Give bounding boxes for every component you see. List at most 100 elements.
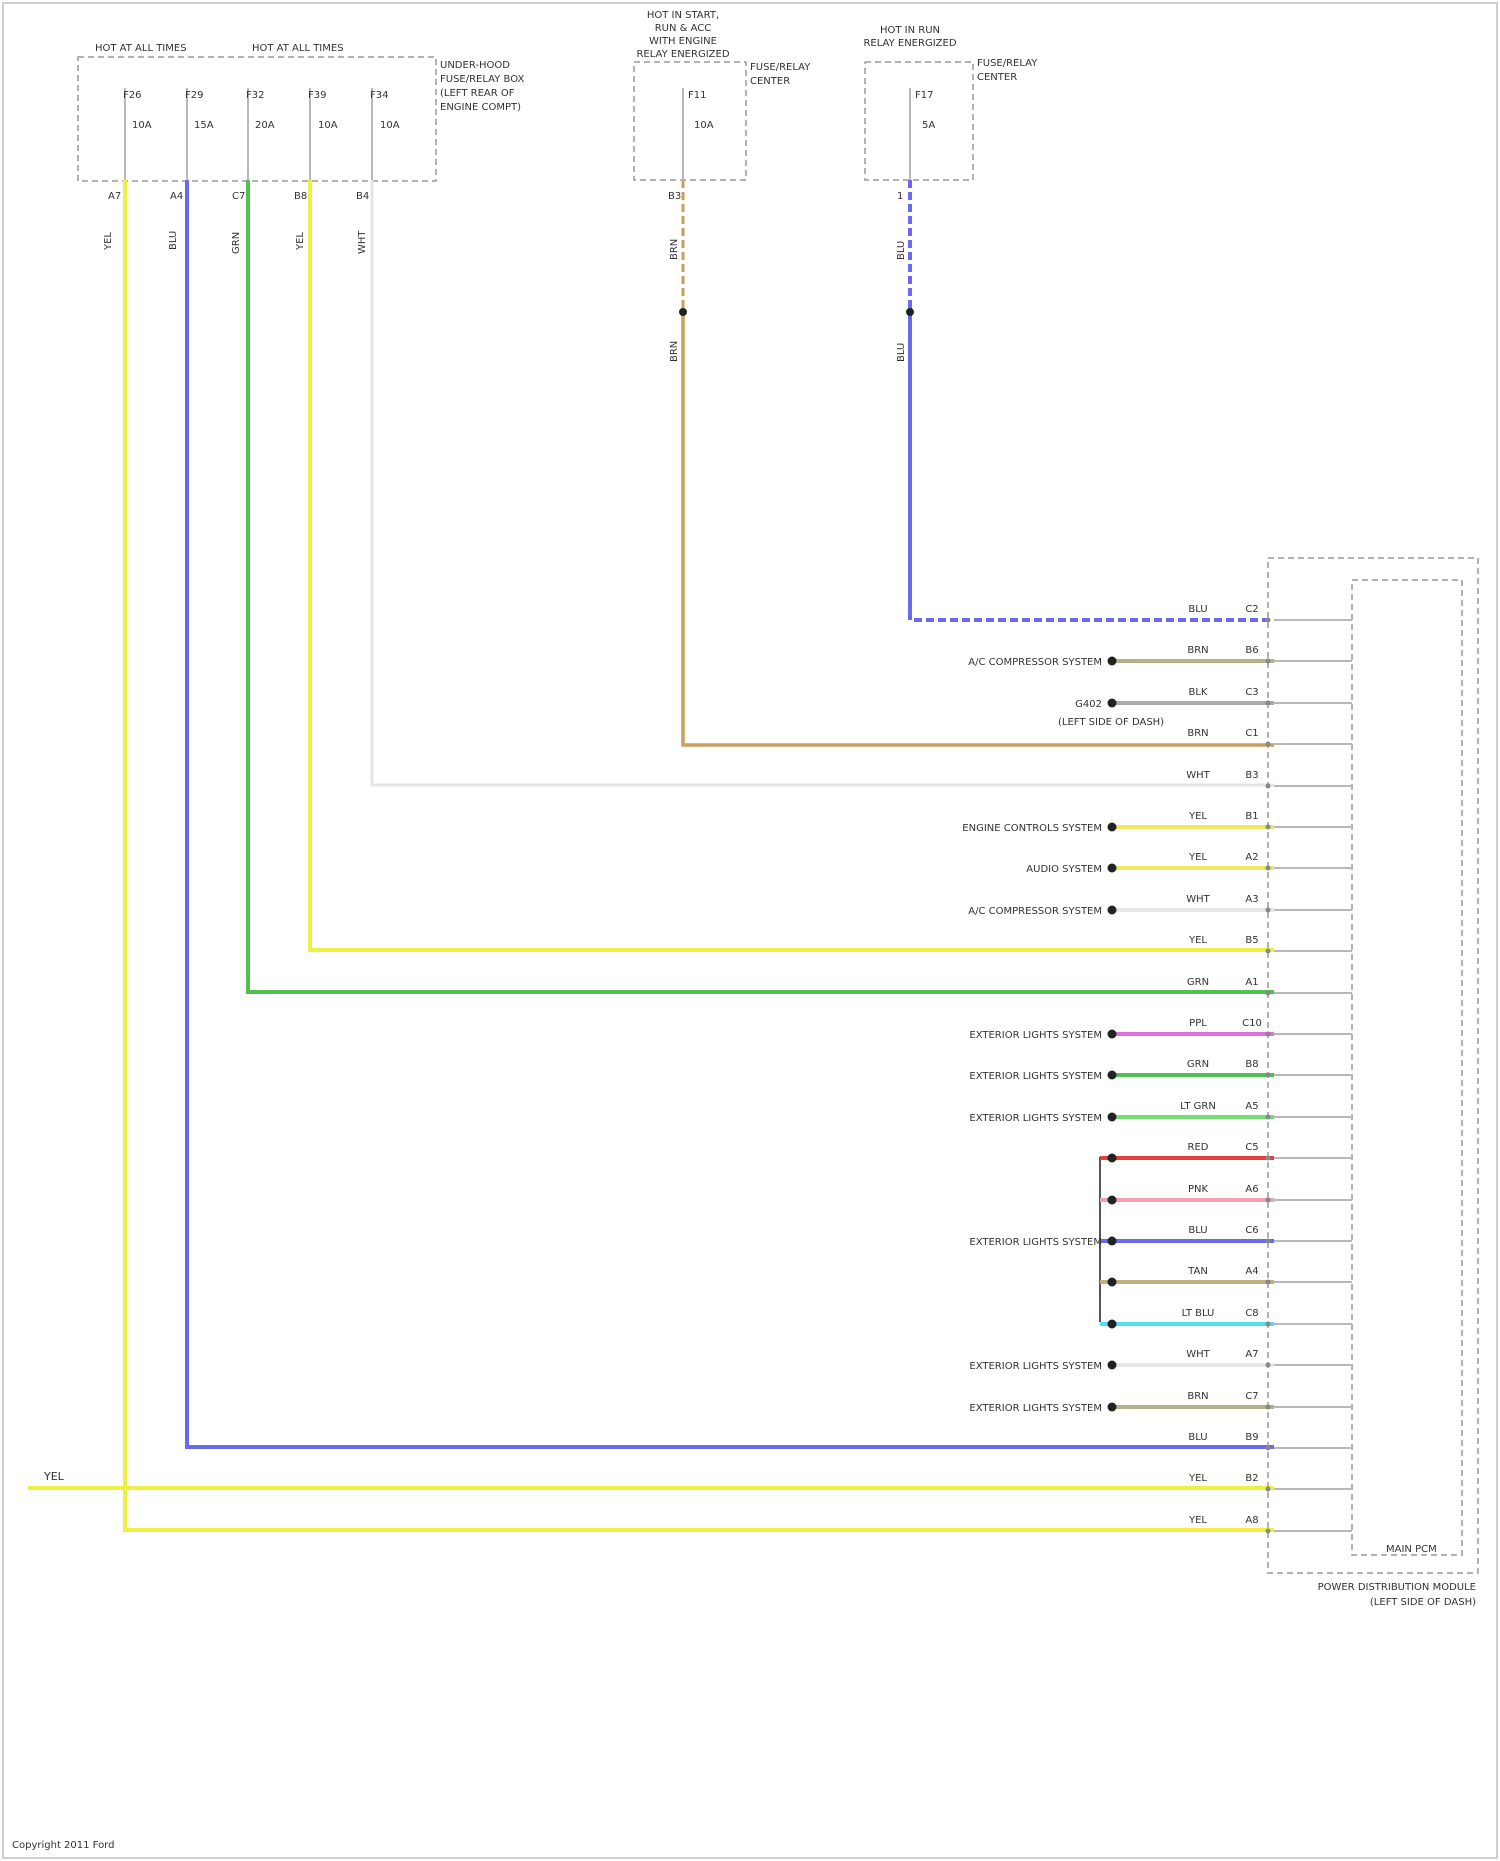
fuse-group-title-2: HOT AT ALL TIMES — [252, 43, 344, 54]
wire-color-5: WHT — [357, 230, 368, 254]
row-wire-color: YEL — [1188, 852, 1207, 863]
splice-dot — [1108, 823, 1117, 832]
pin-dot — [1266, 1115, 1271, 1120]
connector-row: BRN B6A/C COMPRESSOR SYSTEM — [968, 645, 1352, 668]
mid-caption-2: CENTER — [750, 76, 790, 87]
row-wire-color: LT BLU — [1182, 1308, 1215, 1319]
right-fuse-pin: 1 — [897, 191, 903, 202]
pin-dot — [1266, 701, 1271, 706]
splice-dot — [1108, 1237, 1117, 1246]
splice-dot — [1108, 1196, 1117, 1205]
mid-title-3: WITH ENGINE — [649, 36, 717, 47]
pdm-caption-2: (LEFT SIDE OF DASH) — [1370, 1597, 1476, 1608]
row-wire-color: TAN — [1187, 1266, 1208, 1277]
row-wire-color: YEL — [1188, 935, 1207, 946]
row-pin: A8 — [1245, 1515, 1258, 1526]
row-wire-color: RED — [1188, 1142, 1209, 1153]
row-description: A/C COMPRESSOR SYSTEM — [968, 657, 1102, 668]
pin-dot — [1266, 1239, 1271, 1244]
underhood-box-outline — [78, 57, 436, 181]
connector-row: BLK C3G402 — [1075, 687, 1352, 710]
fuse-id-2: F29 — [185, 90, 203, 101]
splice-dot — [1108, 864, 1117, 873]
row-wire-color: LT GRN — [1180, 1101, 1216, 1112]
row-pin: B6 — [1245, 645, 1258, 656]
row-wire-color: PNK — [1188, 1184, 1209, 1195]
mid-fuse-pin: B3 — [668, 191, 681, 202]
row-pin: B3 — [1245, 770, 1258, 781]
row-pin: C8 — [1245, 1308, 1258, 1319]
wire-color-4: YEL — [295, 232, 306, 251]
row-wire-color: BLU — [1188, 604, 1207, 615]
row-pin: A2 — [1245, 852, 1258, 863]
footer: Copyright 2011 Ford — [12, 1840, 114, 1851]
wire-color-3: GRN — [231, 232, 242, 254]
pin-dot — [1266, 1363, 1271, 1368]
fuse-relay-center-2: HOT IN RUN RELAY ENERGIZED F17 5A 1 FUSE… — [863, 25, 1038, 362]
splice-dot-right — [906, 308, 914, 316]
pin-dot — [1266, 618, 1271, 623]
row-wire-color: BLK — [1189, 687, 1208, 698]
mid-wire-color-1: BRN — [669, 239, 680, 260]
pin-dot — [1266, 1280, 1271, 1285]
fuse-id-1: F26 — [123, 90, 141, 101]
connector-row: YELB1ENGINE CONTROLS SYSTEM — [962, 811, 1352, 834]
pin-dot — [1266, 1529, 1271, 1534]
right-caption-2: CENTER — [977, 72, 1017, 83]
row-pin: A5 — [1245, 1101, 1258, 1112]
wire-blu-f29 — [187, 180, 1274, 1447]
underhood-caption-2: FUSE/RELAY BOX — [440, 74, 524, 85]
splice-dot — [1108, 1071, 1117, 1080]
row-wire-color: BLU — [1188, 1225, 1207, 1236]
underhood-fuse-box: HOT AT ALL TIMES HOT AT ALL TIMES UNDER-… — [78, 43, 524, 254]
row-pin: C1 — [1245, 728, 1258, 739]
wire-yel-f39 — [310, 180, 1274, 950]
fuse-amps-2: 15A — [194, 120, 214, 131]
row-pin: C6 — [1245, 1225, 1258, 1236]
g402-sub-label: (LEFT SIDE OF DASH) — [1058, 717, 1164, 728]
fuse-pin-2: A4 — [170, 191, 183, 202]
pin-dot — [1266, 908, 1271, 913]
pin-dot — [1266, 1156, 1271, 1161]
pdm-caption-1: POWER DISTRIBUTION MODULE — [1318, 1582, 1476, 1593]
fuse-group-title-1: HOT AT ALL TIMES — [95, 43, 187, 54]
row-wire-color: BRN — [1187, 645, 1208, 656]
row-pin: A1 — [1245, 977, 1258, 988]
row-pin: C10 — [1242, 1018, 1262, 1029]
connector-row: LT BLU C8 — [1100, 1308, 1352, 1329]
row-pin: A4 — [1245, 1266, 1258, 1277]
row-pin: C3 — [1245, 687, 1258, 698]
row-pin: B8 — [1245, 1059, 1258, 1070]
row-description: G402 — [1075, 699, 1102, 710]
row-wire-color: BRN — [1187, 728, 1208, 739]
row-description: EXTERIOR LIGHTS SYSTEM — [969, 1237, 1102, 1248]
fuse-id-5: F34 — [370, 90, 388, 101]
row-description: EXTERIOR LIGHTS SYSTEM — [969, 1361, 1102, 1372]
pdm-outer-outline — [1268, 558, 1478, 1573]
row-pin: A3 — [1245, 894, 1258, 905]
pin-dot — [1266, 866, 1271, 871]
page-frame — [3, 3, 1497, 1858]
pin-dot — [1266, 742, 1271, 747]
underhood-caption-1: UNDER-HOOD — [440, 60, 510, 71]
pin-dot — [1266, 949, 1271, 954]
row-pin: C2 — [1245, 604, 1258, 615]
row-description: EXTERIOR LIGHTS SYSTEM — [969, 1030, 1102, 1041]
splice-dot — [1108, 1320, 1117, 1329]
row-wire-color: GRN — [1187, 1059, 1209, 1070]
pin-dot — [1266, 1446, 1271, 1451]
mid-title-2: RUN & ACC — [655, 23, 712, 34]
row-wire-color: GRN — [1187, 977, 1209, 988]
pin-dot — [1266, 1198, 1271, 1203]
splice-dot — [1108, 1278, 1117, 1287]
mid-title-1: HOT IN START, — [647, 10, 719, 21]
wire-color-1: YEL — [103, 232, 114, 251]
pin-dot — [1266, 825, 1271, 830]
wire-yel-f26 — [125, 180, 1274, 1530]
row-wire-color: WHT — [1186, 894, 1210, 905]
